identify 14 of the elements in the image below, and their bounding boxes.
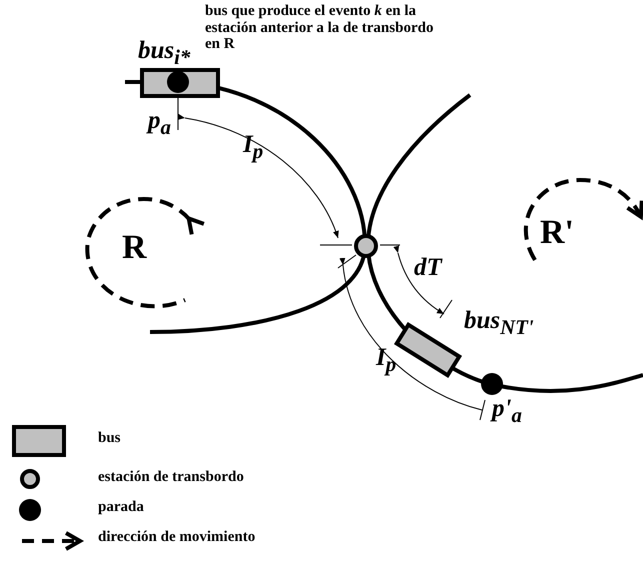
- variable-label: I$_{p}$: [243, 132, 264, 163]
- legend-label: estación de transbordo: [98, 470, 244, 486]
- variable-label: p'$_{a}$: [492, 396, 522, 427]
- variable-label: dT: [414, 255, 442, 282]
- legend-label: bus: [98, 431, 121, 447]
- variable-label: bus$_{NT'}$: [464, 308, 534, 339]
- region-label: R': [540, 215, 574, 251]
- region-label: R: [122, 230, 147, 266]
- annotation-text: bus que produce el evento k en la estación anterior a la de transbordo en R: [205, 3, 434, 52]
- variable-label: bus$_{i*}$: [138, 38, 190, 69]
- legend-label: parada: [98, 500, 144, 516]
- variable-label: p$_{a}$: [148, 108, 171, 139]
- legend-label: dirección de movimiento: [98, 530, 256, 546]
- variable-label: I$_{p}$: [376, 345, 396, 376]
